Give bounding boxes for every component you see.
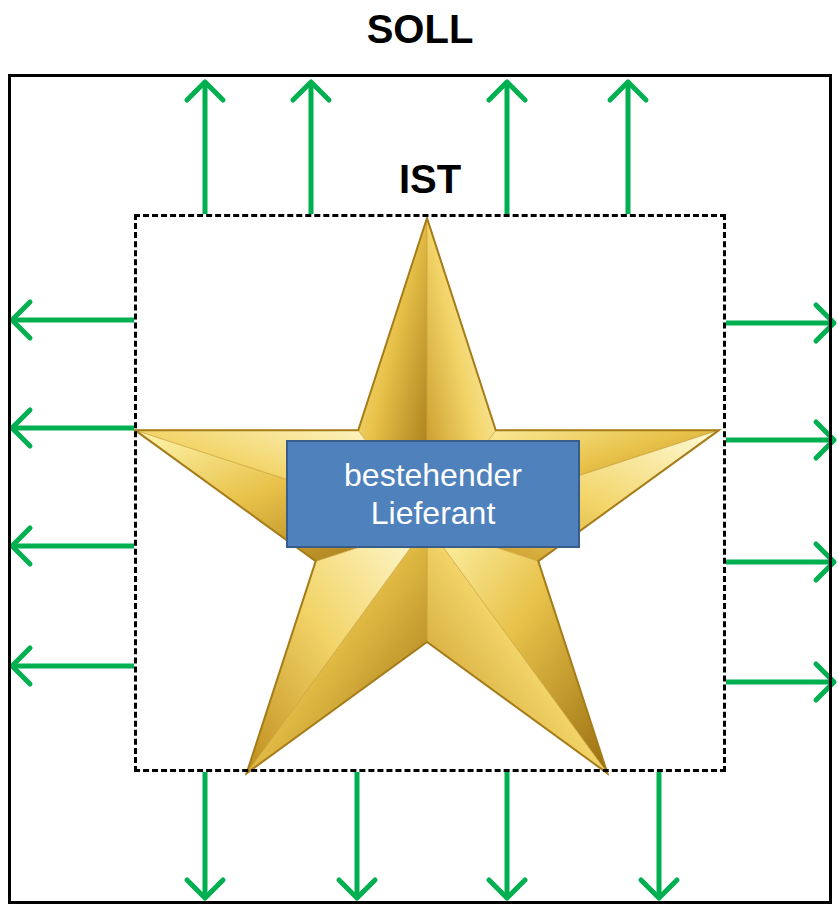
arrow-shaft (657, 772, 662, 898)
current-frame: ISTbestehender Lieferant (134, 214, 726, 772)
star-facet (247, 525, 427, 773)
arrow-head (339, 880, 375, 898)
star-facet (247, 525, 427, 773)
arrow-shaft (726, 438, 834, 443)
arrow-shaft (355, 772, 360, 898)
arrow-head (489, 880, 525, 898)
arrow-shaft (505, 82, 510, 214)
star-facet (427, 525, 607, 773)
arrow-shaft (203, 772, 208, 898)
arrow-head (187, 880, 223, 898)
arrow-shaft (12, 664, 134, 669)
arrow-shaft (505, 772, 510, 898)
expansion-arrows (12, 82, 834, 898)
arrow-shaft (12, 544, 134, 549)
target-frame: SOLLISTbestehender Lieferant (8, 74, 832, 904)
arrow-head (610, 82, 646, 100)
arrow-head (12, 648, 30, 684)
arrow-head (12, 410, 30, 446)
box-label: bestehender Lieferant (304, 456, 562, 533)
arrow-shaft (626, 82, 631, 214)
star-outline (135, 218, 719, 773)
arrow-shaft (203, 82, 208, 214)
arrow-shaft (726, 680, 834, 685)
arrow-shaft (726, 321, 834, 326)
star-facet (427, 525, 607, 773)
frame-heading: IST (137, 155, 723, 203)
supplier-box: bestehender Lieferant (286, 440, 580, 548)
arrow-head (641, 880, 677, 898)
arrow-shaft (12, 318, 134, 323)
arrow-head (12, 528, 30, 564)
arrow-shaft (309, 82, 314, 214)
arrow-head (489, 82, 525, 100)
arrow-head (187, 82, 223, 100)
arrow-head (293, 82, 329, 100)
arrow-shaft (12, 426, 134, 431)
star-illustration (135, 218, 719, 773)
arrow-shaft (726, 560, 834, 565)
arrow-head (12, 302, 30, 338)
frame-heading: SOLL (11, 5, 829, 53)
